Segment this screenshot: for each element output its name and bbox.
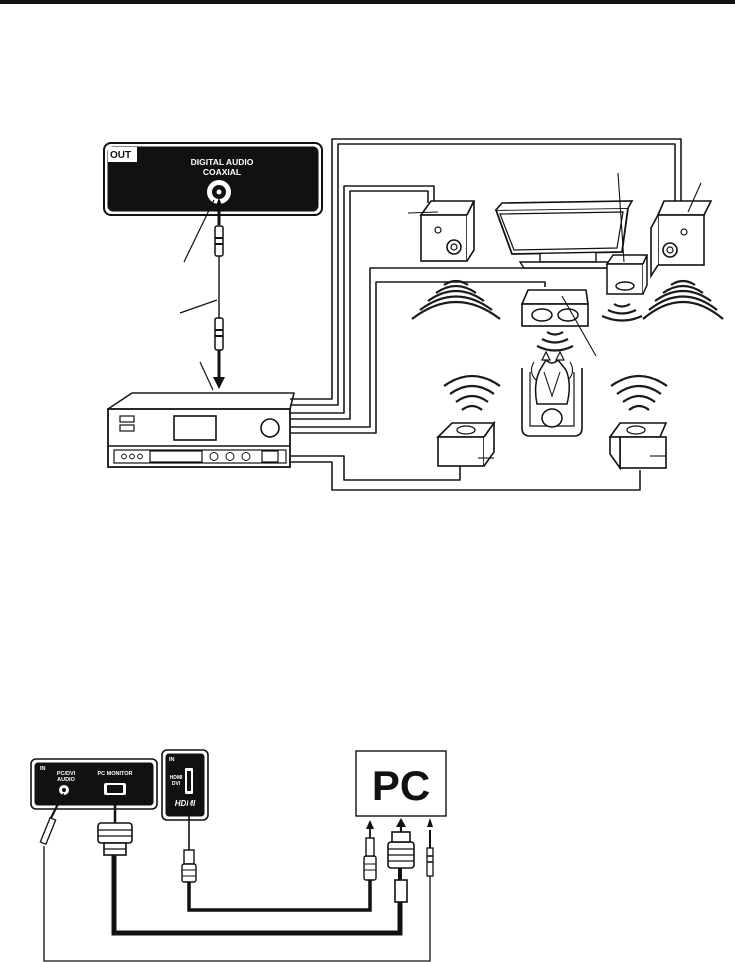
hdmi-input-panel: IN HDMI DVI HDMI <box>161 749 209 821</box>
pc-dvi-audio-label-1: PC/DVI <box>57 771 76 777</box>
center-speaker <box>520 289 589 327</box>
surround-left-speaker <box>436 420 496 467</box>
pc-label: PC <box>372 762 430 809</box>
out-label: OUT <box>110 150 131 161</box>
front-left-speaker <box>419 200 476 262</box>
hdmi-label: HDMI <box>170 775 183 781</box>
front-right-speaker <box>650 200 713 279</box>
pc-input-panel: IN PC/DVI AUDIO PC MONITOR <box>30 758 158 810</box>
leader-line-jack <box>183 199 215 263</box>
subwoofer <box>605 254 649 295</box>
audio-connection-diagram: OUT DIGITAL AUDIO COAXIAL <box>103 138 724 491</box>
pc-panel-in-label: IN <box>40 766 46 772</box>
speaker-wires <box>290 138 682 491</box>
hdmi-panel-in-label: IN <box>169 757 175 763</box>
dvi-label: DVI <box>172 781 181 787</box>
television <box>494 200 634 269</box>
pc-audio-cable <box>39 793 434 962</box>
vga-cable <box>97 795 415 936</box>
leader-line-cable <box>179 299 218 314</box>
coaxial-label: COAXIAL <box>203 167 241 177</box>
pc-box: PC <box>355 750 447 817</box>
speaker-leader-lines <box>407 172 702 459</box>
hdmi-logo: HDMI <box>175 799 196 808</box>
av-receiver <box>107 392 295 468</box>
header-rule <box>0 0 735 4</box>
pc-monitor-label: PC MONITOR <box>97 771 132 777</box>
digital-audio-out-panel: OUT DIGITAL AUDIO COAXIAL <box>103 142 323 216</box>
hdmi-cable <box>181 794 377 912</box>
leader-line-receiver <box>199 361 214 391</box>
digital-audio-label: DIGITAL AUDIO <box>191 157 254 167</box>
listener-seat <box>521 350 583 437</box>
pc-dvi-audio-label-2: AUDIO <box>57 777 75 783</box>
sound-waves <box>411 279 724 411</box>
coaxial-cable <box>213 198 225 389</box>
pc-connection-diagram: IN PC/DVI AUDIO PC MONITOR IN HDMI DVI H… <box>30 749 447 962</box>
surround-right-speaker <box>608 422 668 471</box>
